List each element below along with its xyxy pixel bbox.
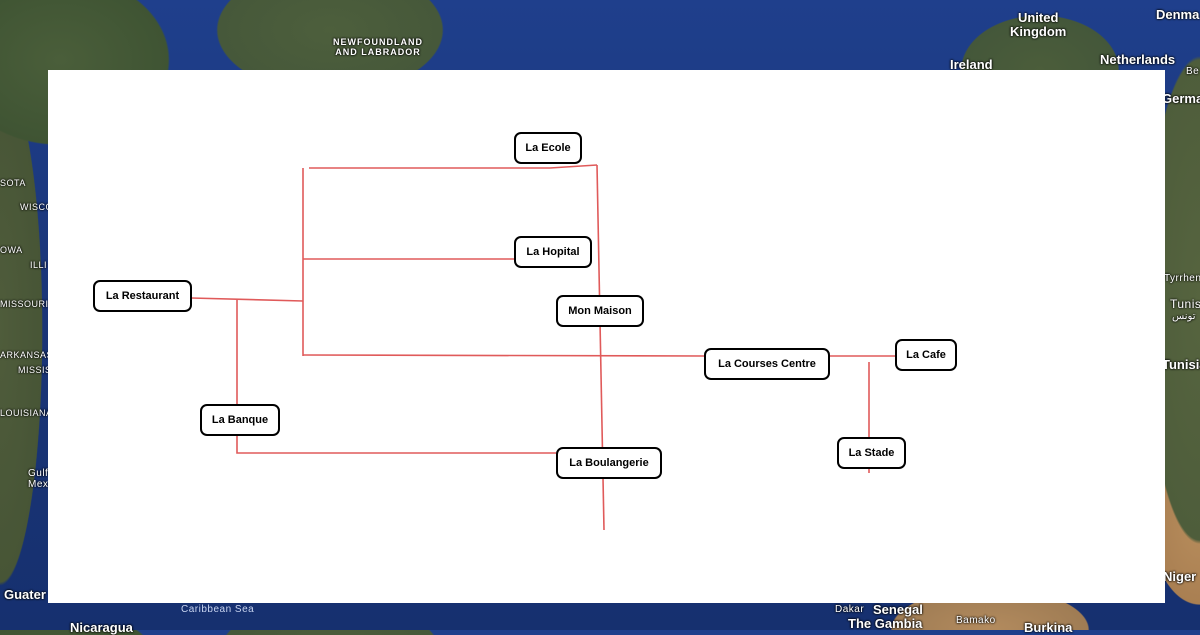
- map-label: Ireland: [950, 57, 993, 72]
- map-label: SOTA: [0, 178, 26, 188]
- map-label: Tunis: [1170, 297, 1200, 311]
- map-label: Tyrrhen: [1164, 273, 1200, 284]
- map-label: Dakar: [835, 604, 865, 615]
- map-label: Tunisia: [1162, 357, 1200, 372]
- diagram-canvas: La Ecole La Hopital La Restaurant Mon Ma…: [48, 70, 1165, 603]
- map-label: MISSIS: [18, 365, 52, 375]
- node-la-stade[interactable]: La Stade: [837, 437, 906, 469]
- map-label: Guater: [4, 587, 46, 602]
- map-label: تونس: [1172, 311, 1196, 322]
- map-label: WISCO: [20, 202, 53, 212]
- node-la-banque[interactable]: La Banque: [200, 404, 280, 436]
- map-label: OWA: [0, 245, 23, 255]
- connector-restaurant: [190, 297, 304, 302]
- map-label: Germa: [1162, 91, 1200, 106]
- map-label: ARKANSAS: [0, 350, 54, 360]
- map-label: Caribbean Sea: [181, 604, 255, 615]
- map-label: MISSOURI: [0, 299, 49, 309]
- map-label: Netherlands: [1100, 52, 1176, 67]
- map-label: Nicaragua: [70, 620, 133, 635]
- map-label: Burkina: [1024, 620, 1073, 635]
- node-la-ecole[interactable]: La Ecole: [514, 132, 582, 164]
- connector-ecole: [309, 164, 598, 169]
- node-la-hopital[interactable]: La Hopital: [514, 236, 592, 268]
- map-label: Mex: [28, 479, 49, 490]
- connector-boulangerie: [236, 435, 556, 454]
- map-label: Denma: [1156, 7, 1200, 22]
- connector-lines: [190, 164, 895, 531]
- map-label: Be: [1186, 66, 1200, 77]
- map-label: Gulf: [28, 468, 49, 479]
- map-label: ILLI: [30, 260, 48, 270]
- map-label: LOUISIANA: [0, 408, 53, 418]
- node-la-restaurant[interactable]: La Restaurant: [93, 280, 192, 312]
- map-label: Bamako: [956, 615, 996, 626]
- node-la-boulangerie[interactable]: La Boulangerie: [556, 447, 662, 479]
- node-la-cafe[interactable]: La Cafe: [895, 339, 957, 371]
- map-label: Senegal: [873, 602, 923, 617]
- connector-courses: [302, 354, 705, 357]
- map-label: The Gambia: [848, 616, 923, 631]
- node-la-courses-centre[interactable]: La Courses Centre: [704, 348, 830, 380]
- map-label: Niger: [1163, 569, 1197, 584]
- node-mon-maison[interactable]: Mon Maison: [556, 295, 644, 327]
